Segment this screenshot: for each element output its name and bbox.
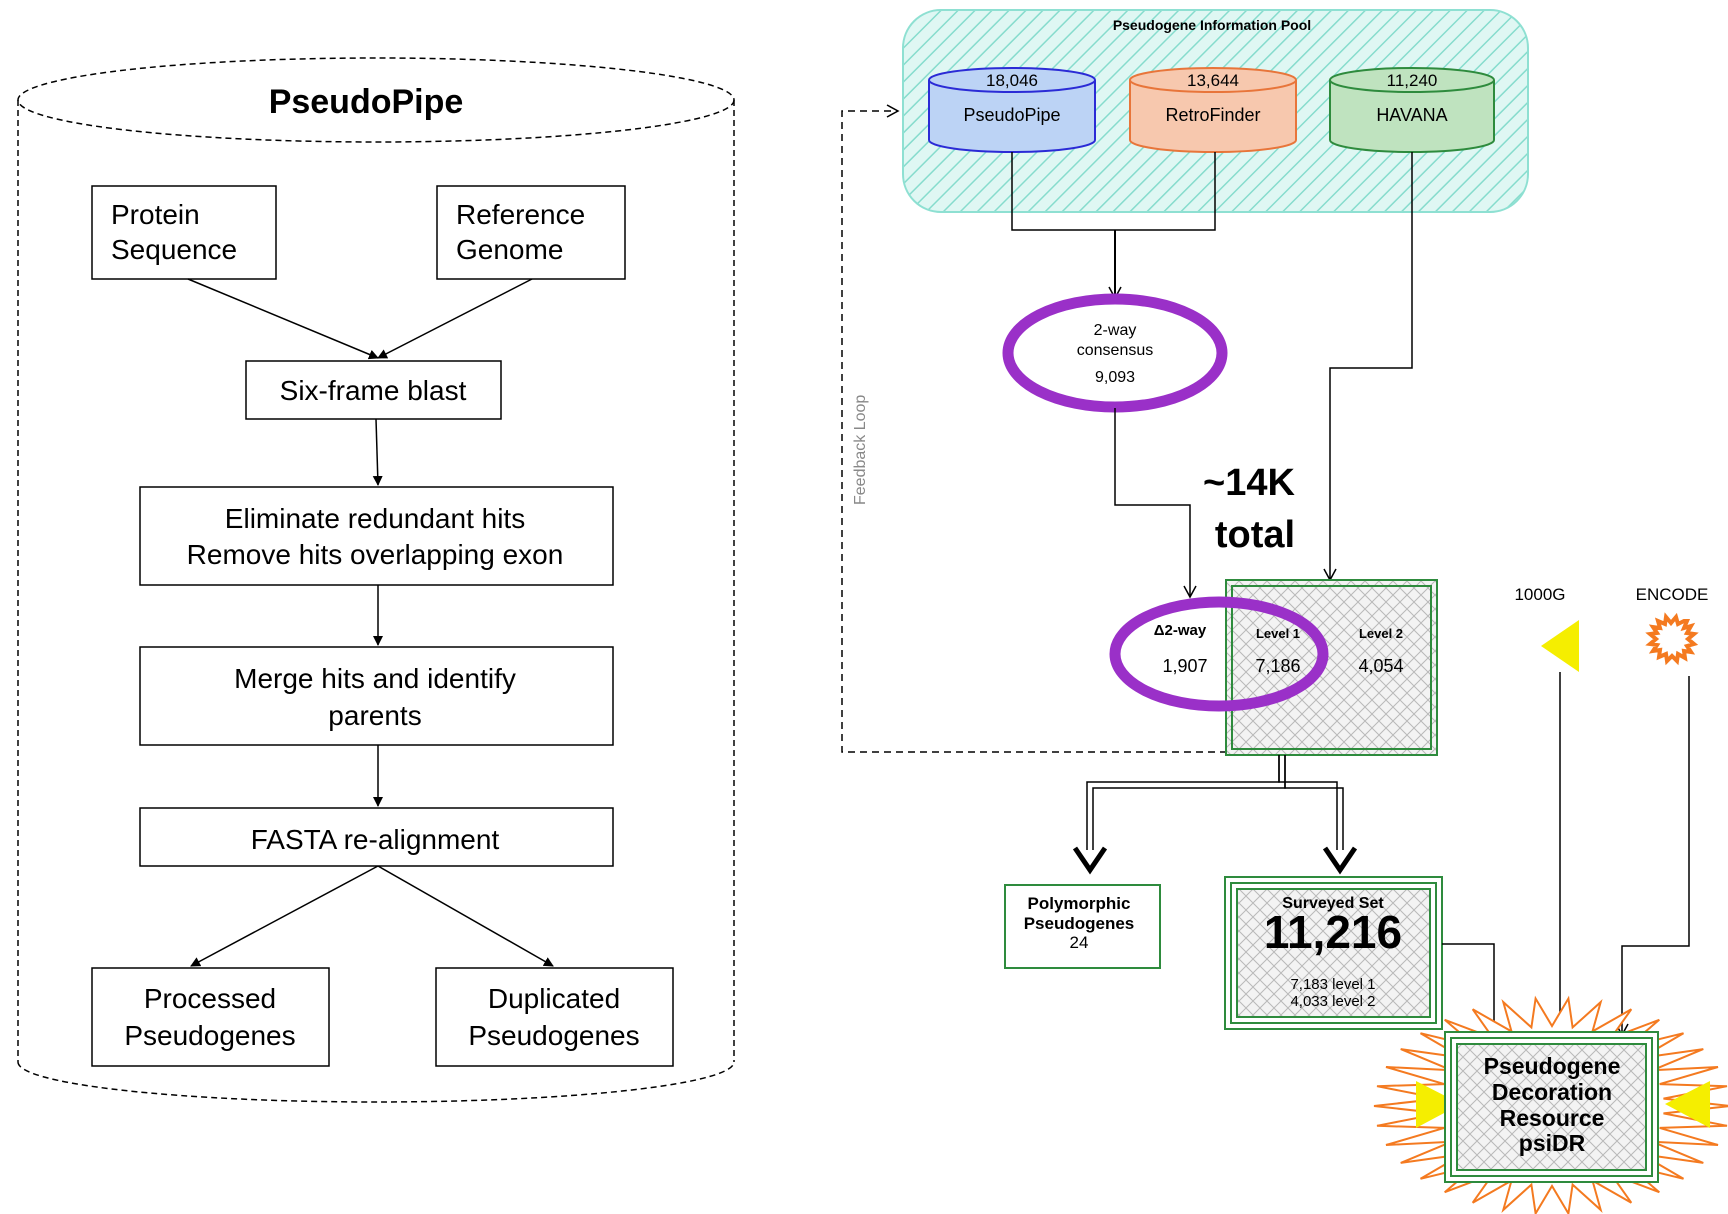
- merge-line2: parents: [328, 700, 421, 731]
- eliminate-box: [139, 486, 614, 586]
- delta-ellipse: [1109, 596, 1329, 712]
- arrow-genome-to-blast: [377, 278, 533, 359]
- db-pseudopipe-name: PseudoPipe: [963, 105, 1060, 125]
- duplicated-box: [435, 967, 674, 1067]
- polymorphic-count: 24: [1070, 933, 1089, 952]
- level1-count: 7,186: [1255, 656, 1300, 676]
- db-retrofinder-top: [1129, 67, 1297, 93]
- arrowhead-polymorphic: [1072, 846, 1108, 875]
- db-pseudopipe-top: [928, 67, 1096, 93]
- delta-label: Δ2-way: [1154, 622, 1207, 639]
- level2-count: 4,054: [1358, 656, 1403, 676]
- pseudopipe-title: PseudoPipe: [269, 83, 464, 121]
- level2-label: Level 2: [1359, 626, 1403, 641]
- arrow-protein-to-blast: [187, 278, 379, 360]
- polymorphic-line1: Polymorphic: [1028, 894, 1131, 913]
- duplicated-line1: Duplicated: [488, 983, 620, 1014]
- surveyed-count: 11,216: [1264, 906, 1402, 958]
- surveyed-level2: 4,033 level 2: [1290, 993, 1375, 1010]
- db-pseudopipe: 18,046 PseudoPipe: [928, 67, 1096, 153]
- psidr-line2: Decoration: [1492, 1079, 1612, 1105]
- split-connector: [1086, 755, 1344, 850]
- db-havana-top: [1329, 67, 1495, 93]
- label-1000g: 1000G: [1514, 585, 1565, 604]
- connector-havana-to-level: [1323, 152, 1413, 582]
- processed-line2: Pseudogenes: [124, 1020, 295, 1051]
- total-line2: total: [1215, 514, 1295, 556]
- consensus-count: 9,093: [1095, 369, 1135, 386]
- arrow-fasta-to-duplicated: [377, 865, 554, 967]
- psidr-line4: psiDR: [1519, 1130, 1586, 1156]
- db-havana-body: [1329, 80, 1495, 153]
- pseudopipe-cylinder-top: [17, 57, 735, 143]
- pseudopipe-cylinder: [17, 100, 735, 1103]
- merge-box: [139, 646, 614, 746]
- db-retrofinder-name: RetroFinder: [1165, 105, 1260, 125]
- fasta-box: [139, 807, 614, 867]
- surveyed-title: Surveyed Set: [1282, 895, 1384, 912]
- processed-box: [91, 967, 330, 1067]
- info-pool-title: Pseudogene Information Pool: [1113, 17, 1311, 33]
- db-retrofinder: 13,644 RetroFinder: [1129, 67, 1297, 153]
- polymorphic-box: [1004, 884, 1161, 969]
- db-retrofinder-count: 13,644: [1187, 71, 1239, 90]
- db-pseudopipe-body: [928, 80, 1096, 153]
- consensus-line2: consensus: [1077, 342, 1154, 359]
- arrow-fasta-to-processed: [190, 865, 379, 967]
- surveyed-set-box: Surveyed Set 11,216 7,183 level 1 4,033 …: [1224, 876, 1443, 1030]
- arrow-blast-to-eliminate: [372, 418, 383, 486]
- label-encode: ENCODE: [1636, 585, 1709, 604]
- delta-count: 1,907: [1162, 656, 1207, 676]
- six-frame-blast-label: Six-frame blast: [280, 375, 467, 406]
- protein-sequence-line2: Sequence: [111, 234, 237, 265]
- psidr-resource: Pseudogene Decoration Resource psiDR: [1373, 995, 1728, 1214]
- consensus-line1: 2-way: [1094, 322, 1137, 339]
- polymorphic-line2: Pseudogenes: [1024, 914, 1135, 933]
- fasta-label: FASTA re-alignment: [251, 824, 500, 855]
- db-retrofinder-body: [1129, 80, 1297, 153]
- psidr-line1: Pseudogene: [1484, 1053, 1621, 1079]
- reference-genome-line1: Reference: [456, 199, 585, 230]
- reference-genome-box: [436, 185, 626, 280]
- levels-box-inner: [1231, 585, 1432, 750]
- arrowhead-surveyed: [1322, 846, 1358, 875]
- arrow-encode-to-psidr: [1615, 676, 1690, 1037]
- encode-starburst: [1645, 612, 1699, 666]
- arrow-consensus-to-delta: [1114, 408, 1197, 599]
- db-havana-count: 11,240: [1387, 71, 1438, 90]
- protein-sequence-box: [91, 185, 277, 280]
- surveyed-level1: 7,183 level 1: [1290, 976, 1375, 993]
- pseudopipe-panel: PseudoPipe Protein Sequence Reference Ge…: [17, 57, 735, 1103]
- connector-pseudopipe-retrofinder: [1011, 152, 1216, 231]
- feedback-loop-label: Feedback Loop: [852, 395, 869, 505]
- db-havana-name: HAVANA: [1376, 105, 1447, 125]
- eliminate-line2: Remove hits overlapping exon: [187, 539, 564, 570]
- psidr-line3: Resource: [1500, 1105, 1605, 1131]
- consensus-ellipse: [1002, 293, 1228, 413]
- psidr-yellow-right: [1665, 1081, 1710, 1128]
- psidr-yellow-left: [1416, 1081, 1461, 1128]
- total-line1: ~14K: [1203, 462, 1295, 504]
- duplicated-line2: Pseudogenes: [468, 1020, 639, 1051]
- reference-genome-line2: Genome: [456, 234, 563, 265]
- six-frame-blast-box: [245, 360, 502, 420]
- level1-label: Level 1: [1256, 626, 1300, 641]
- arrow-surveyed-to-psidr: [1442, 943, 1501, 1037]
- db-havana: 11,240 HAVANA: [1329, 67, 1495, 153]
- eliminate-line1: Eliminate redundant hits: [225, 503, 525, 534]
- merge-line1: Merge hits and identify: [234, 663, 516, 694]
- db-pseudopipe-count: 18,046: [986, 71, 1038, 90]
- yellow-triangle-1000g: [1541, 620, 1579, 672]
- protein-sequence-line1: Protein: [111, 199, 200, 230]
- processed-line1: Processed: [144, 983, 276, 1014]
